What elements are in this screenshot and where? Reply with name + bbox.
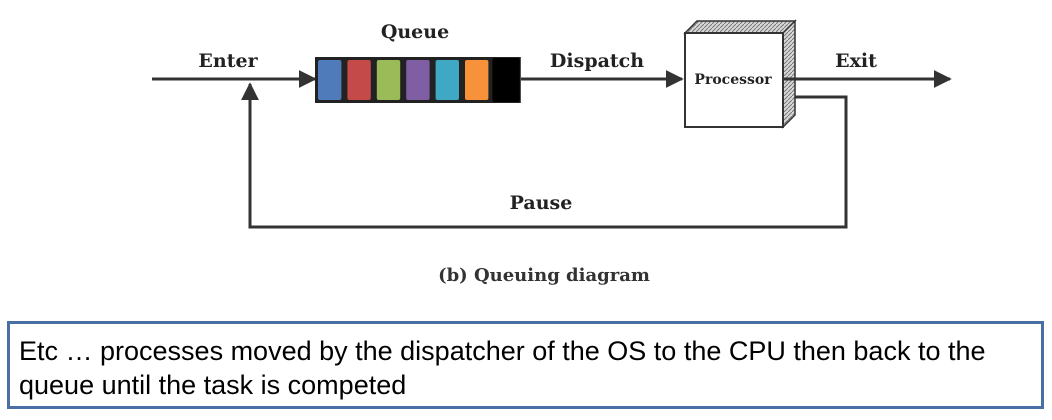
queue: [315, 57, 521, 103]
explanation-box: Etc … processes moved by the dispatcher …: [7, 321, 1044, 409]
queuing-diagram: Enter Queue Dispatch Processor Exit Paus…: [152, 19, 952, 286]
queue-slot: [492, 58, 520, 102]
queue-slot: [318, 60, 342, 100]
queue-slot: [465, 60, 489, 100]
processor-box-side: [782, 19, 796, 129]
exit-label: Exit: [835, 50, 877, 72]
processor-box: [684, 32, 784, 128]
queue-slot: [435, 60, 459, 100]
pause-loop: [241, 82, 848, 229]
enter-label: Enter: [198, 50, 258, 72]
queue-label: Queue: [381, 21, 449, 43]
processor-box-top: [683, 20, 797, 34]
processor-label: Processor: [694, 72, 772, 88]
pause-label: Pause: [510, 192, 573, 214]
queue-slot: [347, 60, 371, 100]
diagram-caption: (b) Queuing diagram: [438, 265, 650, 286]
explanation-text: Etc … processes moved by the dispatcher …: [19, 336, 986, 400]
dispatch-label: Dispatch: [550, 50, 644, 72]
queue-slot: [376, 60, 401, 100]
queue-slot: [406, 60, 430, 100]
